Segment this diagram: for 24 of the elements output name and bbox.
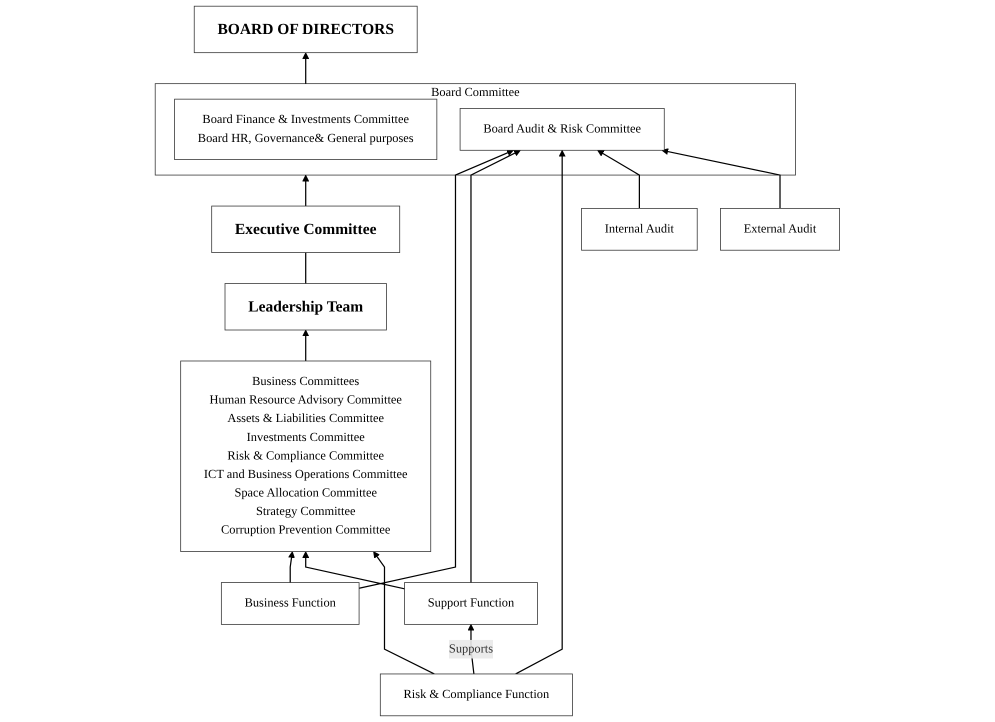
arrow [302, 551, 405, 590]
node-box: BOARD OF DIRECTORS [194, 6, 418, 54]
node-box: External Audit [720, 208, 840, 251]
arrow [470, 150, 521, 583]
arrow [302, 330, 310, 361]
node-box: Support Function [404, 582, 538, 625]
arrow [515, 150, 566, 674]
connector [305, 252, 306, 284]
edge-label: Supports [449, 642, 494, 656]
arrow [302, 52, 310, 84]
node-box: Board Audit & Risk Committee [460, 108, 665, 151]
node-box: Business Function [221, 582, 360, 625]
node-box: Executive Committee [211, 206, 400, 253]
arrow [302, 174, 310, 206]
node-box: Business Committees Human Resource Advisory Committee Assets & Liabilities Committee Investments Committee Risk & Compliance Committee ICT and Business Operations Committee Space Allocation Committee Strategy Committee Corruption Prevention Committee [180, 360, 432, 552]
node-box: Board Finance & Investments Committee Board HR, Governance& General purposes [174, 98, 438, 160]
arrow [597, 150, 640, 208]
arrow [662, 148, 781, 208]
arrow [373, 551, 435, 675]
arrow [359, 150, 514, 589]
node-box: Leadership Team [224, 283, 387, 330]
node-box: Internal Audit [581, 208, 698, 251]
arrow [288, 551, 295, 583]
node-box: Risk & Compliance Function [380, 674, 573, 716]
